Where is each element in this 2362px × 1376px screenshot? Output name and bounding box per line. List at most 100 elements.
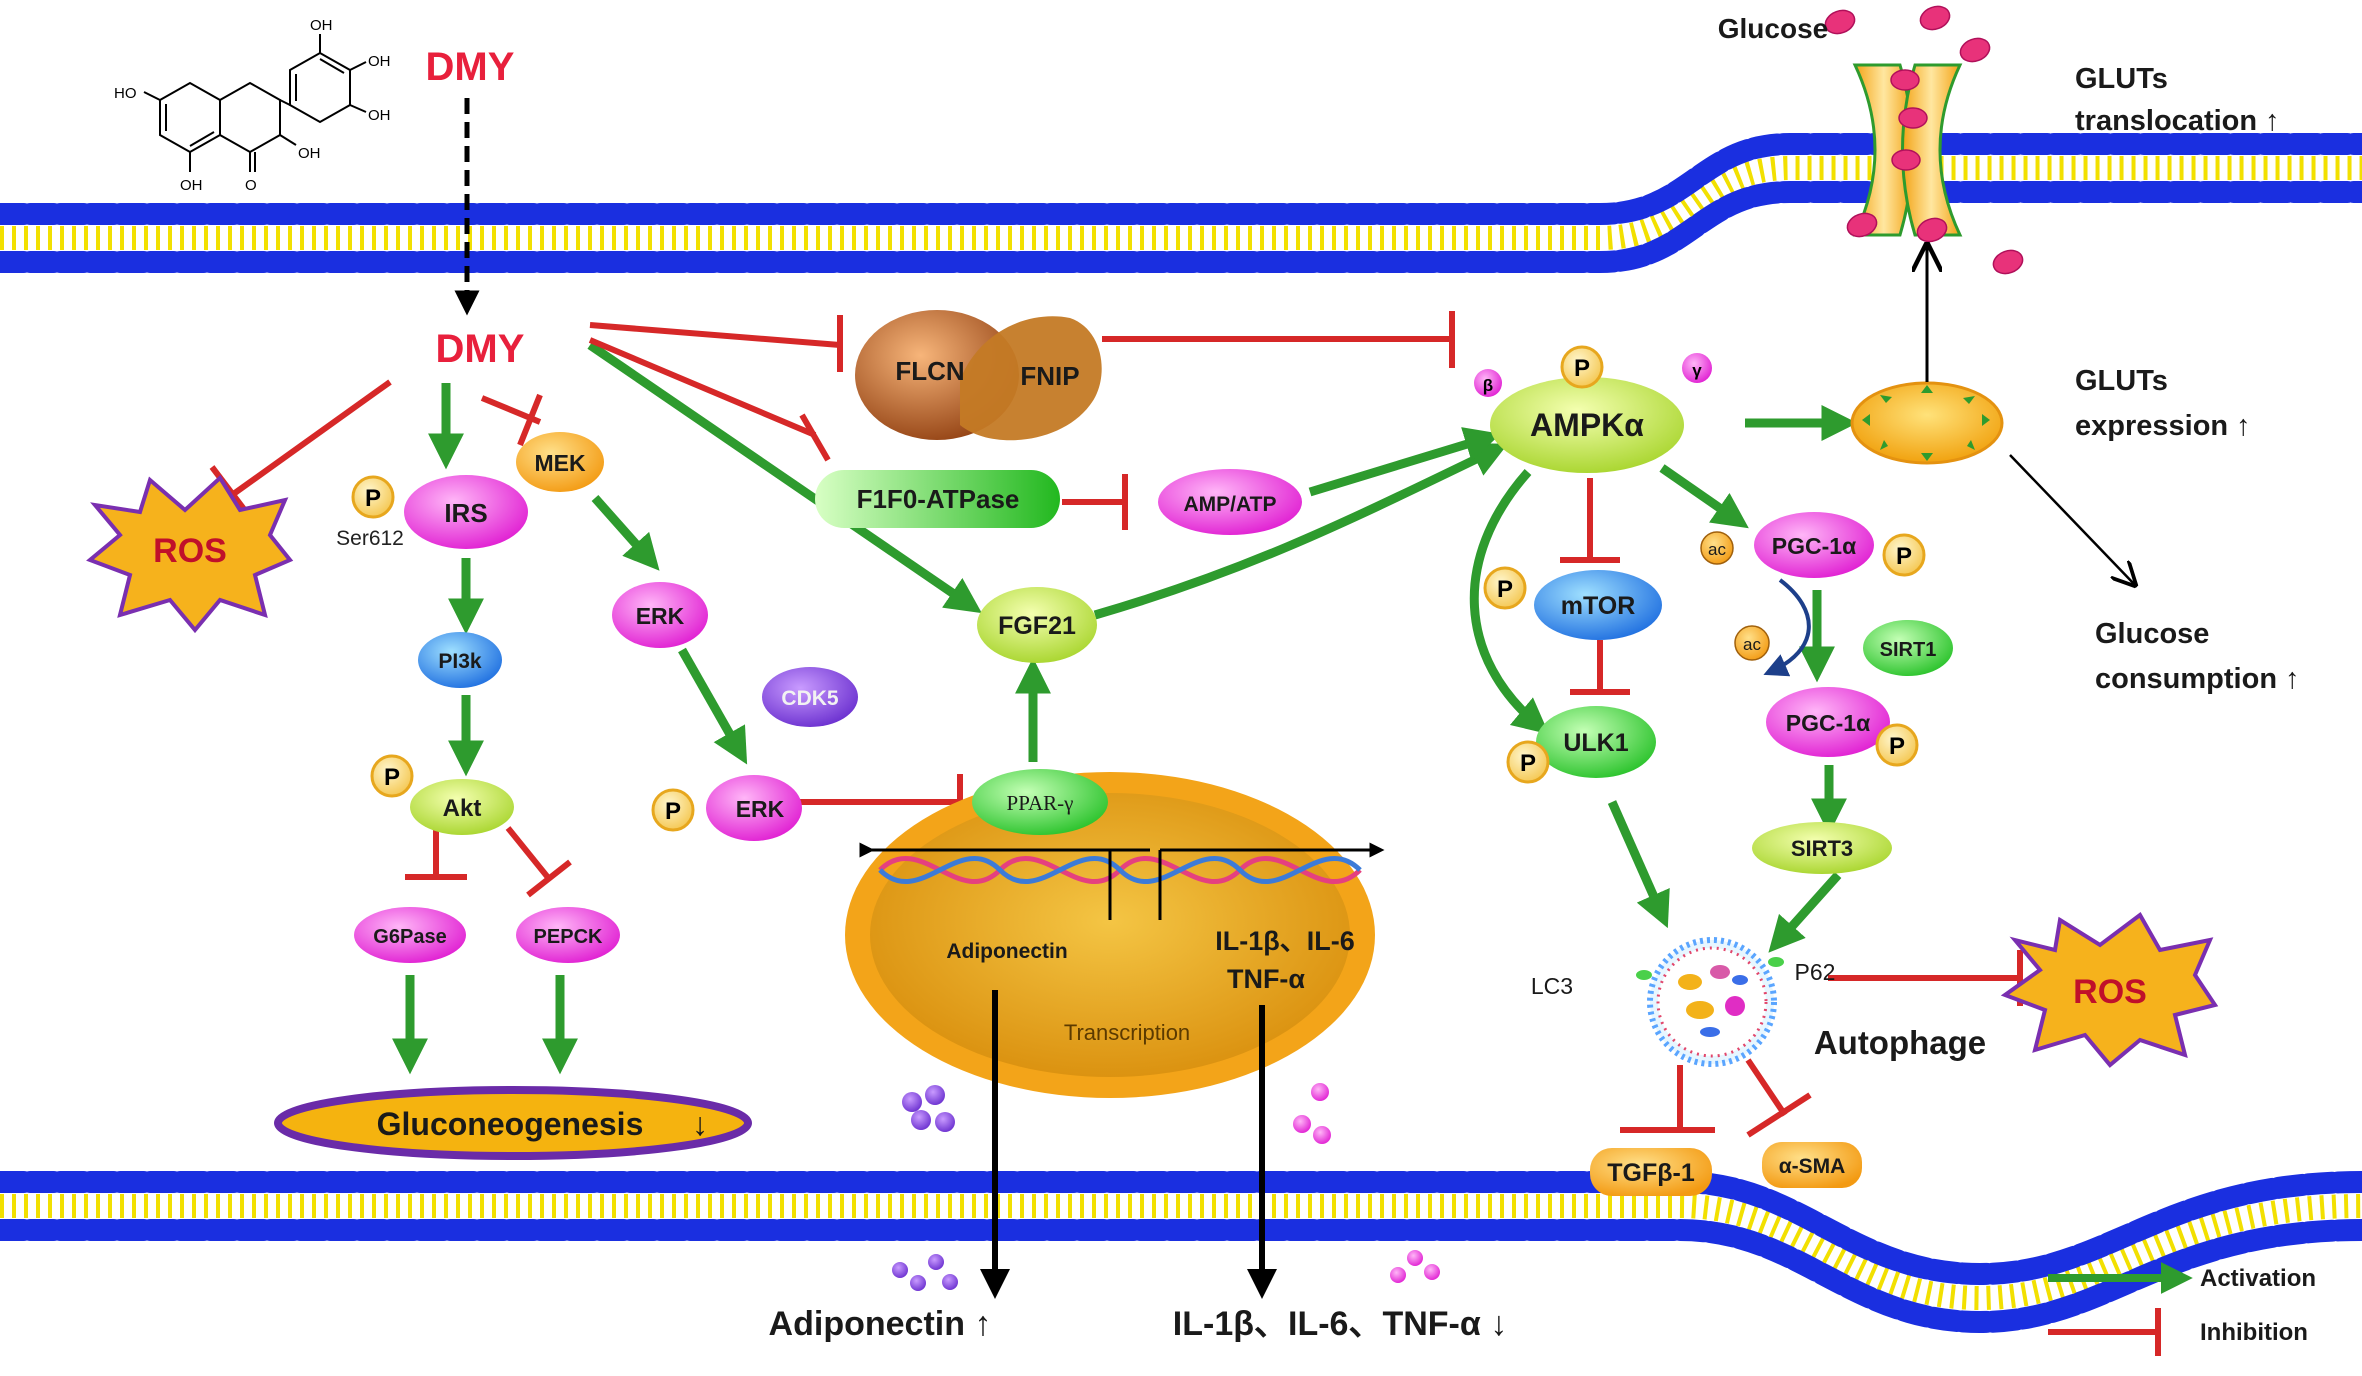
pepck-node: PEPCK: [516, 907, 620, 963]
phospho-label: P: [365, 485, 381, 512]
sirt3-node: SIRT3: [1752, 822, 1892, 874]
phospho-label: P: [1896, 543, 1912, 570]
asma-label: α-SMA: [1779, 1155, 1846, 1178]
phospho-label: P: [1889, 733, 1905, 760]
inhib-akt-pepck: [505, 826, 553, 882]
oh-label: OH: [368, 107, 391, 124]
glucose-consumption-line1: Glucose: [2095, 618, 2209, 650]
ser612-label: Ser612: [336, 527, 404, 550]
mtor-node: mTOR P: [1483, 566, 1662, 640]
legend-activation-label: Activation: [2200, 1265, 2316, 1292]
glucose-molecules: [1824, 5, 2024, 275]
phospho-site: [1483, 566, 1527, 610]
cytokine-vesicles: [1293, 1083, 1440, 1283]
pgc1a-deacetylated-node: PGC-1α P: [1766, 687, 1919, 767]
phospho-site: [1560, 345, 1604, 389]
adiponectin-output-label: Adiponectin ↑: [769, 1305, 992, 1343]
gamma-subunit-label: γ: [1692, 361, 1702, 380]
phospho-site: [1882, 533, 1926, 577]
erk-label: ERK: [736, 796, 785, 822]
legend-inhibition-label: Inhibition: [2200, 1319, 2308, 1346]
asma-node: α-SMA: [1762, 1142, 1862, 1188]
mtor-label: mTOR: [1561, 592, 1636, 620]
pgc1a-label: PGC-1α: [1772, 533, 1856, 559]
fgf21-label: FGF21: [998, 612, 1076, 640]
down-arrow-glyph: ↓: [692, 1106, 708, 1142]
arrow-ampk-ulk1: [1469, 469, 1550, 735]
erk-label: ERK: [636, 603, 685, 629]
g6pase-node: G6Pase: [354, 907, 466, 963]
inhib-autophage-asma: [1745, 1058, 1788, 1117]
vesicle-to-consumption-arrow: [2009, 454, 2135, 585]
gluts-translocation-line1: GLUTs: [2075, 63, 2168, 95]
dmy-extracellular-label: DMY: [426, 45, 515, 89]
ac-label: ac: [1743, 635, 1761, 654]
tgfb1-label: TGFβ-1: [1607, 1159, 1695, 1187]
gluconeogenesis-node: Gluconeogenesis ↓: [274, 1086, 752, 1160]
irs-label: IRS: [444, 498, 487, 528]
tgfb1-node: TGFβ-1: [1590, 1148, 1712, 1196]
pi3k-node: PI3k: [418, 632, 502, 688]
ros-label: ROS: [153, 532, 227, 570]
amp-atp-label: AMP/ATP: [1184, 493, 1277, 516]
ros-right-node: ROS: [2000, 912, 2219, 1068]
o-label: O: [245, 177, 257, 194]
phospho-site: [651, 788, 695, 832]
irs-node: IRS P Ser612: [336, 475, 528, 550]
inhib-dmy-f1f0: [588, 337, 817, 438]
autophage-label: Autophage: [1814, 1024, 1986, 1061]
phospho-label: P: [1574, 355, 1590, 382]
adiponectin-gene-label: Adiponectin: [946, 940, 1067, 963]
g6pase-label: G6Pase: [373, 926, 446, 948]
fnip-label: FNIP: [1020, 361, 1079, 391]
ac-group: ac: [1734, 625, 1770, 661]
glut-vesicle: [1850, 381, 2004, 465]
ulk1-node: ULK1 P: [1506, 706, 1656, 784]
sirt3-label: SIRT3: [1791, 836, 1853, 861]
oh-label: OH: [180, 177, 203, 194]
arrow-erk-perk: [678, 647, 748, 765]
glucose-consumption-line2: consumption ↑: [2095, 663, 2300, 695]
phospho-site: [1506, 740, 1550, 784]
arrow-sirt3-autophage: [1768, 871, 1842, 953]
oh-label: OH: [310, 17, 333, 34]
dmy-chemical-structure: [143, 34, 367, 172]
oh-label: OH: [368, 53, 391, 70]
gluts-expression-line2: expression ↑: [2075, 410, 2251, 442]
pepck-label: PEPCK: [534, 926, 603, 948]
arrow-fgf21-ampk: [1093, 443, 1508, 620]
pgc1a-acetylated-node: PGC-1α ac P: [1700, 512, 1926, 578]
flcn-fnip-complex: FLCN FNIP: [855, 310, 1102, 441]
pi3k-label: PI3k: [438, 650, 482, 673]
arrow-ampatp-ampk: [1308, 427, 1501, 497]
mek-label: MEK: [534, 450, 586, 476]
inhib-dmy-flcn: [589, 322, 841, 348]
activation-arrows: [392, 341, 1858, 1075]
ac-label: ac: [1708, 540, 1726, 559]
ros-label: ROS: [2073, 973, 2147, 1011]
acetylation-arrow: [1763, 578, 1811, 677]
gluts-expression-line1: GLUTs: [2075, 365, 2168, 397]
phospho-label: P: [384, 764, 400, 791]
f1f0-atpase-node: F1F0-ATPase: [815, 470, 1060, 528]
oh-label: OH: [298, 145, 321, 162]
ppar-gamma-node: PPAR-γ: [972, 769, 1108, 835]
inhib-dmy-ros: [230, 379, 392, 498]
bottom-cell-membrane: [0, 1171, 2362, 1334]
ulk1-label: ULK1: [1563, 729, 1628, 757]
akt-label: Akt: [443, 795, 482, 822]
nucleus: [845, 772, 1385, 1098]
flcn-label: FLCN: [895, 356, 964, 386]
erk-node: ERK: [612, 582, 708, 648]
glucose-label: Glucose: [1718, 13, 1828, 44]
autophagosome: [1636, 937, 1784, 1067]
adiponectin-vesicles: [892, 1085, 958, 1291]
phospho-label: P: [1520, 750, 1536, 777]
f1f0-label: F1F0-ATPase: [857, 484, 1020, 514]
cdk5-node: CDK5: [762, 667, 858, 727]
ros-left-node: ROS: [86, 474, 294, 634]
gluconeogenesis-label: Gluconeogenesis: [377, 1106, 644, 1142]
chemical-structure-labels: OH OH OH HO OH OH O: [114, 17, 391, 194]
cytokine-gene-label: IL-1β、IL-6: [1215, 926, 1354, 956]
